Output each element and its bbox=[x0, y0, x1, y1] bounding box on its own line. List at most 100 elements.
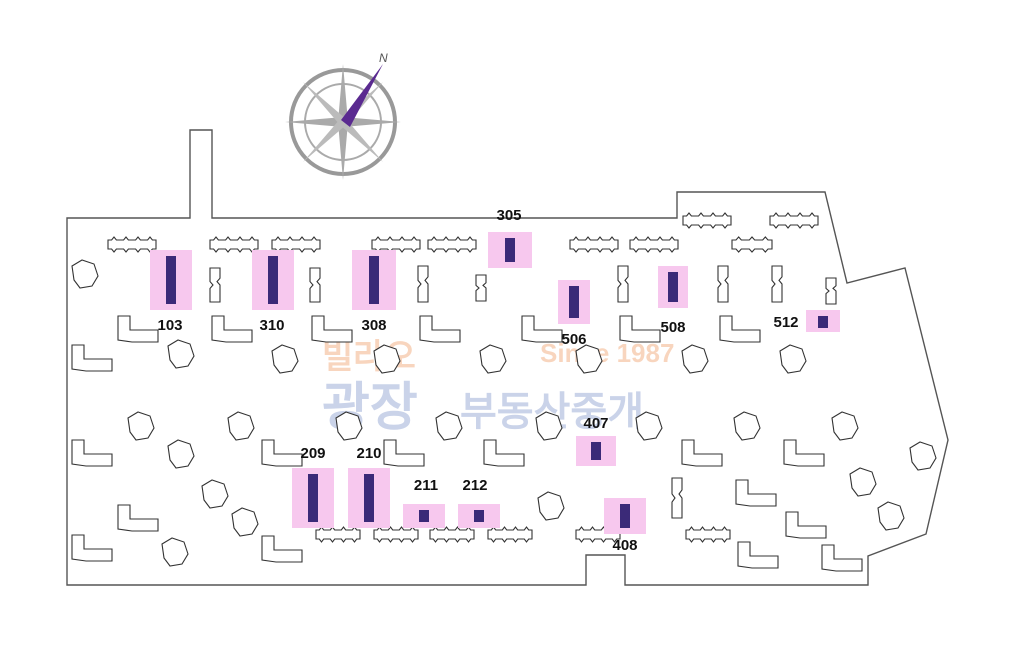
apartment-building bbox=[167, 439, 195, 469]
apartment-building bbox=[783, 439, 825, 467]
apartment-building bbox=[311, 315, 353, 343]
apartment-building bbox=[779, 344, 807, 374]
unit-building bbox=[166, 256, 176, 304]
watermark-brand: 빌라오 bbox=[322, 338, 416, 376]
apartment-building bbox=[309, 267, 321, 303]
apartment-building bbox=[737, 541, 779, 569]
apartment-building bbox=[71, 439, 113, 467]
apartment-building bbox=[619, 315, 661, 343]
unit-label: 506 bbox=[561, 331, 586, 348]
apartment-building bbox=[117, 315, 159, 343]
apartment-building bbox=[769, 212, 819, 229]
unit-label: 103 bbox=[157, 317, 182, 334]
unit-label: 210 bbox=[356, 445, 381, 462]
apartment-building bbox=[479, 344, 507, 374]
unit-label: 305 bbox=[496, 207, 521, 224]
unit-310[interactable]: 310 bbox=[252, 250, 294, 334]
unit-209[interactable]: 209 bbox=[292, 445, 334, 528]
unit-label: 310 bbox=[259, 317, 284, 334]
apartment-building bbox=[475, 274, 487, 302]
unit-212[interactable]: 212 bbox=[458, 477, 500, 528]
unit-408[interactable]: 408 bbox=[604, 498, 646, 554]
unit-508[interactable]: 508 bbox=[658, 266, 688, 336]
apartment-building bbox=[417, 265, 429, 303]
apartment-building bbox=[569, 236, 619, 253]
apartment-building bbox=[685, 526, 731, 543]
site-boundary bbox=[66, 129, 949, 586]
unit-210[interactable]: 210 bbox=[348, 445, 390, 528]
unit-building bbox=[818, 316, 828, 328]
apartment-building bbox=[201, 479, 229, 509]
apartment-building bbox=[167, 339, 195, 369]
unit-building bbox=[569, 286, 579, 318]
apartment-building bbox=[877, 501, 905, 531]
apartment-building bbox=[261, 535, 303, 563]
apartment-building bbox=[335, 411, 363, 441]
compass-north-needle bbox=[341, 64, 383, 127]
unit-label: 407 bbox=[583, 415, 608, 432]
apartment-building bbox=[271, 344, 299, 374]
apartment-building bbox=[211, 315, 253, 343]
compass-north-label: N bbox=[379, 51, 388, 65]
unit-building bbox=[620, 504, 630, 528]
apartment-building bbox=[831, 411, 859, 441]
building-layer bbox=[71, 212, 937, 572]
apartment-building bbox=[682, 212, 732, 229]
apartment-building bbox=[227, 411, 255, 441]
apartment-building bbox=[209, 236, 259, 253]
apartment-building bbox=[117, 504, 159, 532]
unit-building bbox=[369, 256, 379, 304]
unit-label: 211 bbox=[414, 477, 438, 494]
apartment-building bbox=[483, 439, 525, 467]
apartment-building bbox=[71, 344, 113, 372]
unit-308[interactable]: 308 bbox=[352, 250, 396, 334]
apartment-building bbox=[427, 236, 477, 253]
apartment-building bbox=[107, 236, 157, 253]
apartment-building bbox=[429, 526, 475, 543]
apartment-building bbox=[487, 526, 533, 543]
unit-506[interactable]: 506 bbox=[558, 280, 590, 348]
unit-211[interactable]: 211 bbox=[403, 477, 445, 528]
apartment-building bbox=[315, 526, 361, 543]
unit-label: 508 bbox=[660, 319, 685, 336]
apartment-building bbox=[373, 344, 401, 374]
apartment-building bbox=[909, 441, 937, 471]
apartment-building bbox=[717, 265, 729, 303]
unit-label: 209 bbox=[300, 445, 325, 462]
apartment-building bbox=[681, 439, 723, 467]
apartment-building bbox=[71, 534, 113, 562]
unit-103[interactable]: 103 bbox=[150, 250, 192, 334]
apartment-building bbox=[733, 411, 761, 441]
apartment-building bbox=[719, 315, 761, 343]
unit-building bbox=[308, 474, 318, 522]
apartment-building bbox=[731, 236, 773, 253]
apartment-building bbox=[419, 315, 461, 343]
apartment-building bbox=[161, 537, 189, 567]
unit-building bbox=[591, 442, 601, 460]
apartment-building bbox=[435, 411, 463, 441]
apartment-building bbox=[617, 265, 629, 303]
apartment-building bbox=[383, 439, 425, 467]
unit-building bbox=[364, 474, 374, 522]
watermark: 빌라오 Since 1987 광장 부동산중개 bbox=[322, 338, 674, 437]
apartment-building bbox=[821, 544, 863, 572]
unit-building bbox=[268, 256, 278, 304]
apartment-building bbox=[671, 477, 683, 519]
unit-305[interactable]: 305 bbox=[488, 207, 532, 268]
apartment-building bbox=[127, 411, 155, 441]
apartment-building bbox=[785, 511, 827, 539]
apartment-building bbox=[735, 479, 777, 507]
unit-512[interactable]: 512 bbox=[773, 310, 840, 332]
unit-407[interactable]: 407 bbox=[576, 415, 616, 466]
apartment-building bbox=[209, 267, 221, 303]
apartment-building bbox=[771, 265, 783, 303]
compass-rose: N bbox=[285, 51, 401, 180]
apartment-building bbox=[635, 411, 663, 441]
apartment-building bbox=[681, 344, 709, 374]
apartment-building bbox=[231, 507, 259, 537]
highlight-layer: 103 310 308 305 506 508 512 407 209 210 211 212 408 bbox=[150, 207, 840, 554]
unit-building bbox=[474, 510, 484, 522]
unit-building bbox=[419, 510, 429, 522]
apartment-building bbox=[71, 259, 99, 289]
